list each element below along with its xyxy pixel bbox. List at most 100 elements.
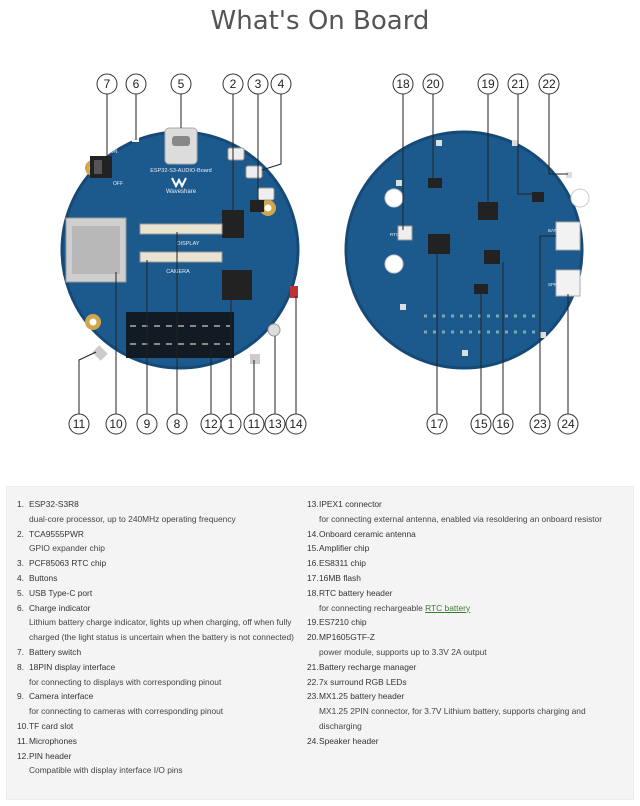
legend-item-title: 11.Microphones bbox=[17, 734, 297, 749]
legend-item-number: 9. bbox=[17, 691, 24, 702]
esp32-s3-chip bbox=[222, 270, 252, 300]
tca9555-chip bbox=[222, 210, 244, 238]
legend-item-title-text: Buttons bbox=[29, 572, 58, 583]
legend-item-number: 20. bbox=[307, 632, 319, 643]
rtc-label: RTC bbox=[390, 232, 400, 237]
legend-item-title-text: MP1605GTF-Z bbox=[319, 632, 375, 643]
legend-item-title: 7.Battery switch bbox=[17, 645, 297, 660]
microphone bbox=[250, 354, 260, 364]
legend-item-description: for connecting external antenna, enabled… bbox=[307, 512, 627, 527]
legend-item-title: 2.TCA9555PWR bbox=[17, 527, 297, 542]
mounting-hole bbox=[384, 188, 404, 208]
callout-number: 5 bbox=[178, 77, 185, 91]
legend-item-description: Compatible with display interface I/O pi… bbox=[17, 763, 297, 778]
callout-number: 3 bbox=[255, 77, 262, 91]
callout-number: 11 bbox=[73, 417, 86, 431]
callout: 13 bbox=[264, 413, 286, 435]
callout: 9 bbox=[136, 413, 158, 435]
leader-21 bbox=[517, 94, 534, 195]
callout: 5 bbox=[170, 73, 192, 95]
legend-item-title: 18.RTC battery header bbox=[307, 586, 627, 601]
callout-number: 9 bbox=[144, 417, 151, 431]
callout-number: 23 bbox=[533, 417, 547, 431]
legend-item-number: 22. bbox=[307, 676, 319, 687]
legend-item-title-text: Amplifier chip bbox=[319, 543, 370, 554]
legend-item: 15.Amplifier chip bbox=[307, 541, 627, 556]
microphone bbox=[92, 345, 108, 361]
callout-number: 24 bbox=[561, 417, 575, 431]
callout-number: 13 bbox=[268, 417, 282, 431]
callout: 10 bbox=[105, 413, 127, 435]
legend-item-title: 21.Battery recharge manager bbox=[307, 660, 627, 675]
legend-item-description-text: dual-core processor, up to 240MHz operat… bbox=[29, 513, 236, 524]
legend-item: 24.Speaker header bbox=[307, 734, 627, 749]
legend-item-number: 5. bbox=[17, 587, 24, 598]
callout: 14 bbox=[285, 413, 307, 435]
legend-item-number: 19. bbox=[307, 617, 319, 628]
leader-4 bbox=[261, 94, 282, 171]
legend-item-number: 23. bbox=[307, 691, 319, 702]
legend-item-title: 14.Onboard ceramic antenna bbox=[307, 527, 627, 542]
legend-item-title: 3.PCF85063 RTC chip bbox=[17, 556, 297, 571]
battery-switch-lever bbox=[94, 160, 102, 174]
legend-item-title-text: MX1.25 battery header bbox=[319, 691, 405, 702]
callout: 23 bbox=[529, 413, 551, 435]
callout: 20 bbox=[422, 73, 444, 95]
callout: 7 bbox=[96, 73, 118, 95]
callout-number: 16 bbox=[496, 417, 510, 431]
leader-23 bbox=[539, 235, 556, 414]
rgb-led bbox=[566, 172, 572, 178]
button bbox=[257, 187, 275, 201]
callout: 22 bbox=[538, 73, 560, 95]
legend-item-description: for connecting to displays with correspo… bbox=[17, 675, 297, 690]
legend-item-number: 2. bbox=[17, 528, 24, 539]
board-diagram-svg: ESP32-S3-AUDIO-Board Waveshare ON OFF DI… bbox=[60, 73, 590, 435]
switch-off-label: OFF bbox=[113, 181, 123, 187]
rtc-battery-link[interactable]: RTC battery bbox=[425, 602, 471, 613]
callout: 12 bbox=[200, 413, 222, 435]
legend-item-description: dual-core processor, up to 240MHz operat… bbox=[17, 512, 297, 527]
legend-item: 22.7x surround RGB LEDs bbox=[307, 675, 627, 690]
callout-number: 21 bbox=[511, 77, 525, 91]
mounting-hole bbox=[570, 188, 590, 208]
battery-manager-chip bbox=[532, 192, 544, 202]
legend-item-title-text: Battery recharge manager bbox=[319, 661, 417, 672]
callout: 18 bbox=[392, 73, 414, 95]
legend-item-number: 4. bbox=[17, 572, 24, 583]
mounting-hole-center bbox=[89, 318, 97, 326]
callout-number: 22 bbox=[542, 77, 556, 91]
legend-item-title-text: USB Type-C port bbox=[29, 587, 93, 598]
legend-item-number: 14. bbox=[307, 528, 319, 539]
callout-number: 12 bbox=[204, 417, 218, 431]
pin-header bbox=[126, 312, 234, 358]
leader-lines bbox=[78, 94, 569, 414]
callout-number: 11 bbox=[248, 417, 261, 431]
rgb-led bbox=[540, 332, 546, 338]
legend-item-title-text: 18PIN display interface bbox=[29, 661, 116, 672]
camera-label: CAMERA bbox=[166, 269, 190, 275]
callout-number: 14 bbox=[289, 417, 303, 431]
legend-item-title-text: IPEX1 connector bbox=[319, 499, 382, 509]
callout: 21 bbox=[507, 73, 529, 95]
callout: 11 bbox=[68, 413, 90, 435]
legend-item-title-text: ES7210 chip bbox=[319, 617, 367, 628]
legend-item-description: Lithium battery charge indicator, lights… bbox=[17, 615, 297, 645]
legend-item-title: 12.PIN header bbox=[17, 749, 297, 764]
callout: 4 bbox=[270, 73, 292, 95]
legend-item: 17.16MB flash bbox=[307, 571, 627, 586]
legend-item-title-text: PIN header bbox=[29, 750, 72, 761]
button bbox=[227, 147, 245, 161]
legend-item-description: for connecting rechargeable RTC battery bbox=[307, 601, 627, 616]
callout-number: 1 bbox=[228, 417, 235, 431]
legend-item-title: 5. USB Type-C port bbox=[17, 586, 297, 601]
es8311-chip bbox=[484, 250, 500, 264]
legend-item-title: 23.MX1.25 battery header bbox=[307, 689, 627, 704]
callout-number: 10 bbox=[109, 417, 123, 431]
callout: 1 bbox=[220, 413, 242, 435]
legend-item-title: 22.7x surround RGB LEDs bbox=[307, 675, 627, 690]
tf-card-slot-inner bbox=[72, 226, 120, 274]
legend-item-title: 1.ESP32-S3R8 bbox=[17, 497, 297, 512]
